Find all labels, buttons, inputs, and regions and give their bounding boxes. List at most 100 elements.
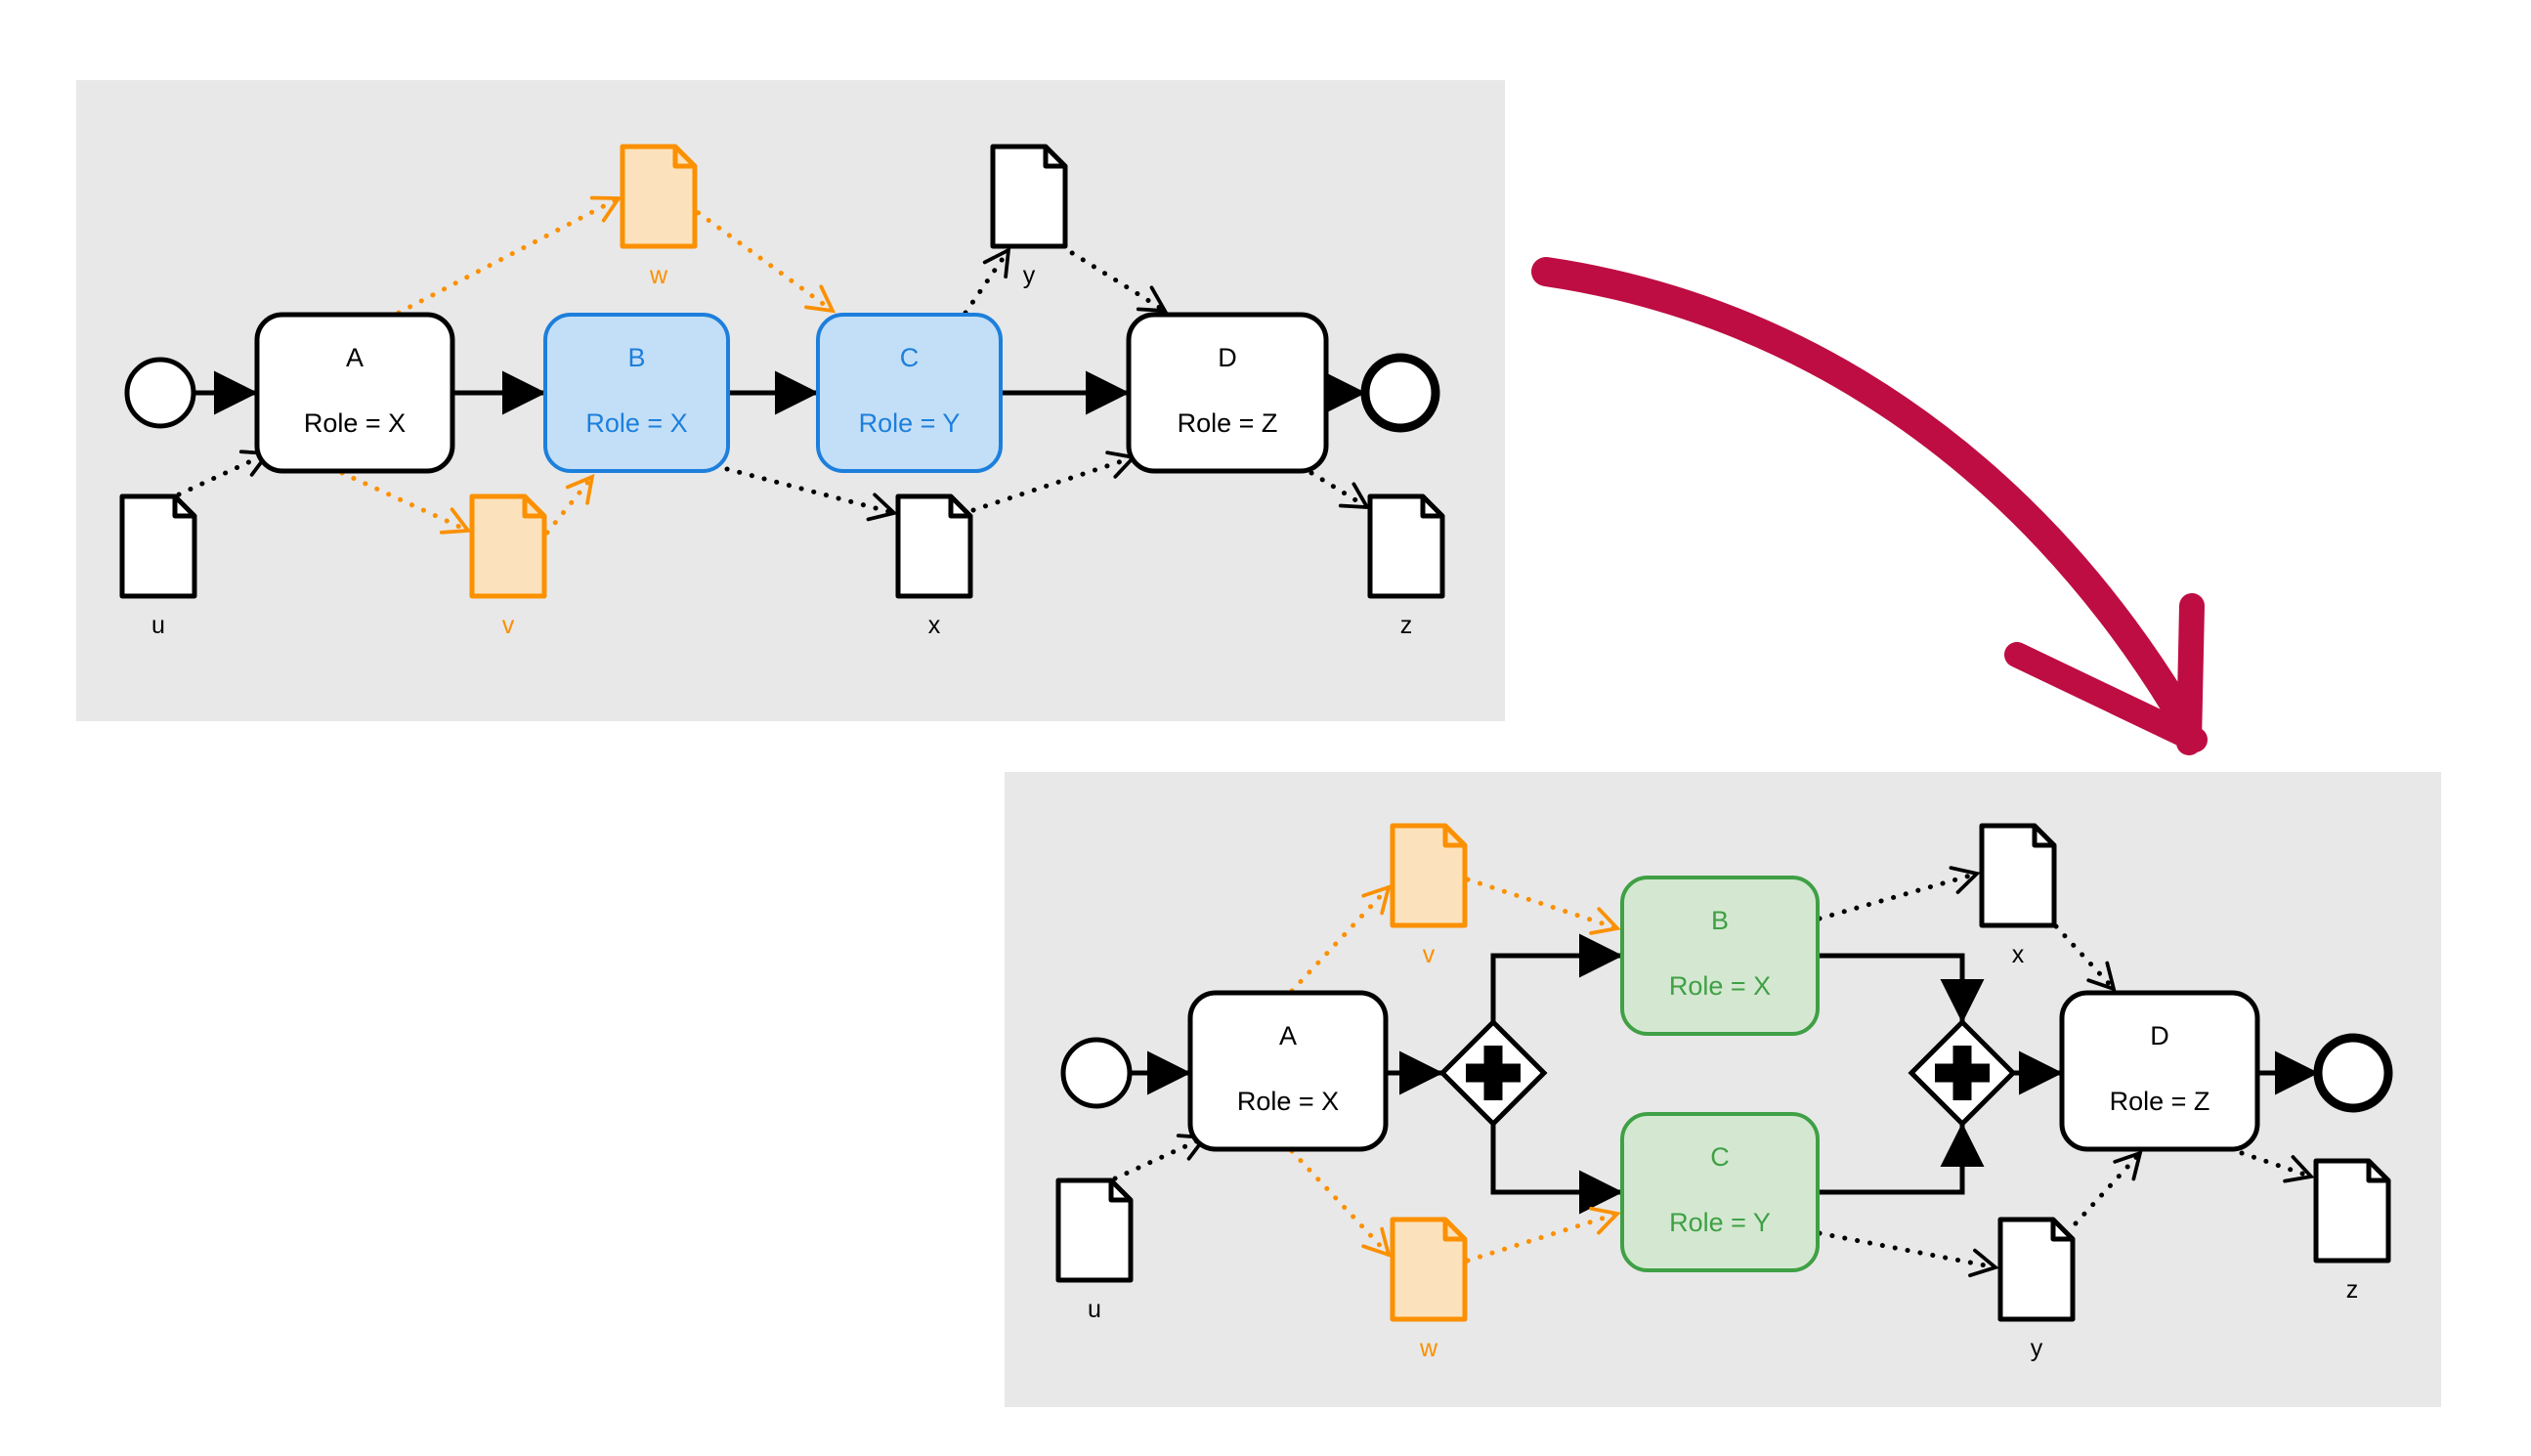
task-box	[1126, 312, 1329, 474]
start-event-before	[124, 357, 196, 429]
end-event-after	[2313, 1033, 2393, 1113]
task-role: Role = Y	[859, 408, 961, 438]
task-role: Role = X	[585, 408, 687, 438]
data-object-label: x	[928, 612, 941, 639]
parallel-gateway-join-after	[1908, 1018, 2017, 1128]
start-event-after	[1060, 1037, 1133, 1109]
data-object-label: z	[1400, 612, 1413, 639]
task-box	[816, 313, 1003, 473]
document-icon	[2313, 1158, 2391, 1263]
sequence-flow-C-to-join-after	[1818, 1123, 1985, 1195]
document-icon	[119, 493, 197, 599]
task-title: A	[346, 343, 364, 372]
data-object-x-before: x	[895, 493, 973, 639]
task-title: A	[1279, 1021, 1297, 1050]
task-box	[1620, 876, 1820, 1036]
task-title: D	[1218, 343, 1237, 372]
document-fold-icon	[1442, 1220, 1465, 1242]
task-A-after: A Role = X	[1187, 990, 1389, 1152]
document-fold-icon	[172, 496, 194, 519]
data-object-y-before: y	[990, 144, 1068, 289]
data-association-D-to-z-before	[1308, 470, 1371, 510]
document-icon	[469, 493, 547, 599]
task-box	[543, 313, 730, 473]
task-role: Role = Z	[1178, 408, 1278, 438]
task-box	[1620, 1112, 1820, 1272]
document-icon	[1997, 1217, 2076, 1322]
task-title: B	[1711, 906, 1729, 935]
data-object-u-before: u	[119, 493, 197, 639]
task-role: Role = X	[1669, 971, 1771, 1001]
data-object-v-after: v	[1390, 823, 1468, 968]
arrow-barb-1	[2004, 642, 2208, 752]
data-association-v-to-B-before	[544, 473, 595, 535]
data-object-w-after: w	[1390, 1217, 1468, 1362]
task-box	[2059, 990, 2260, 1152]
document-fold-icon	[672, 147, 695, 169]
data-association-w-to-C-after	[1465, 1206, 1621, 1263]
data-association-D-to-z-after	[2239, 1150, 2315, 1183]
data-association-A-to-w-after	[1289, 1148, 1392, 1258]
task-D-before: D Role = Z	[1126, 312, 1329, 474]
task-C-before: C Role = Y	[816, 313, 1003, 473]
data-association-w-to-C-before	[685, 202, 837, 314]
document-icon	[1390, 823, 1468, 928]
data-association-v-to-B-after	[1465, 877, 1621, 935]
document-icon	[620, 144, 698, 249]
data-object-label: w	[1419, 1335, 1438, 1362]
document-fold-icon	[1108, 1180, 1131, 1203]
data-association-x-to-D-before	[970, 450, 1137, 513]
data-association-C-to-y-after	[1817, 1230, 1999, 1278]
data-association-y-to-D-before	[1058, 243, 1169, 314]
task-B-after: B Role = X	[1620, 876, 1820, 1036]
parallel-gateway-split-after	[1438, 1018, 1548, 1128]
document-icon	[1367, 493, 1445, 599]
document-icon	[1390, 1217, 1468, 1322]
data-association-A-to-v-after	[1289, 884, 1392, 994]
task-role: Role = X	[304, 408, 406, 438]
task-D-after: D Role = Z	[2059, 990, 2260, 1152]
data-association-u-to-A-before	[176, 450, 272, 497]
arrow-shaft	[1531, 257, 2190, 720]
end-event-before	[1360, 353, 1440, 433]
data-object-label: z	[2346, 1276, 2359, 1304]
task-role: Role = Z	[2110, 1087, 2210, 1116]
data-object-label: u	[1088, 1296, 1101, 1323]
task-title: D	[2150, 1021, 2169, 1050]
data-object-label: y	[1023, 262, 1036, 289]
data-association-u-to-A-after	[1112, 1134, 1209, 1181]
document-icon	[1055, 1178, 1134, 1283]
data-association-A-to-w-before	[396, 195, 622, 316]
task-role: Role = X	[1237, 1087, 1339, 1116]
task-box	[254, 312, 455, 474]
task-box	[1187, 990, 1389, 1152]
data-object-z-before: z	[1367, 493, 1445, 639]
task-title: C	[1710, 1142, 1730, 1172]
document-fold-icon	[2366, 1161, 2388, 1183]
data-object-label: u	[151, 612, 165, 639]
data-object-z-after: z	[2313, 1158, 2391, 1304]
arrow-barb-2	[2176, 593, 2205, 755]
document-icon	[1979, 823, 2057, 928]
sequence-flow-B-to-join-after	[1818, 953, 1985, 1023]
document-fold-icon	[1043, 147, 1065, 169]
plus-icon	[1935, 1046, 1990, 1100]
task-title: B	[627, 343, 645, 372]
data-association-x-to-D-after	[2053, 923, 2117, 992]
data-association-C-to-y-before	[963, 246, 1011, 316]
data-object-label: w	[649, 262, 668, 289]
plus-icon	[1466, 1046, 1521, 1100]
document-fold-icon	[522, 496, 544, 519]
data-object-label: v	[502, 612, 515, 639]
data-object-y-after: y	[1997, 1217, 2076, 1362]
document-icon	[990, 144, 1068, 249]
document-fold-icon	[2050, 1220, 2073, 1242]
document-fold-icon	[2032, 826, 2054, 848]
data-association-A-to-v-before	[339, 470, 472, 535]
task-title: C	[900, 343, 920, 372]
task-B-before: B Role = X	[543, 313, 730, 473]
